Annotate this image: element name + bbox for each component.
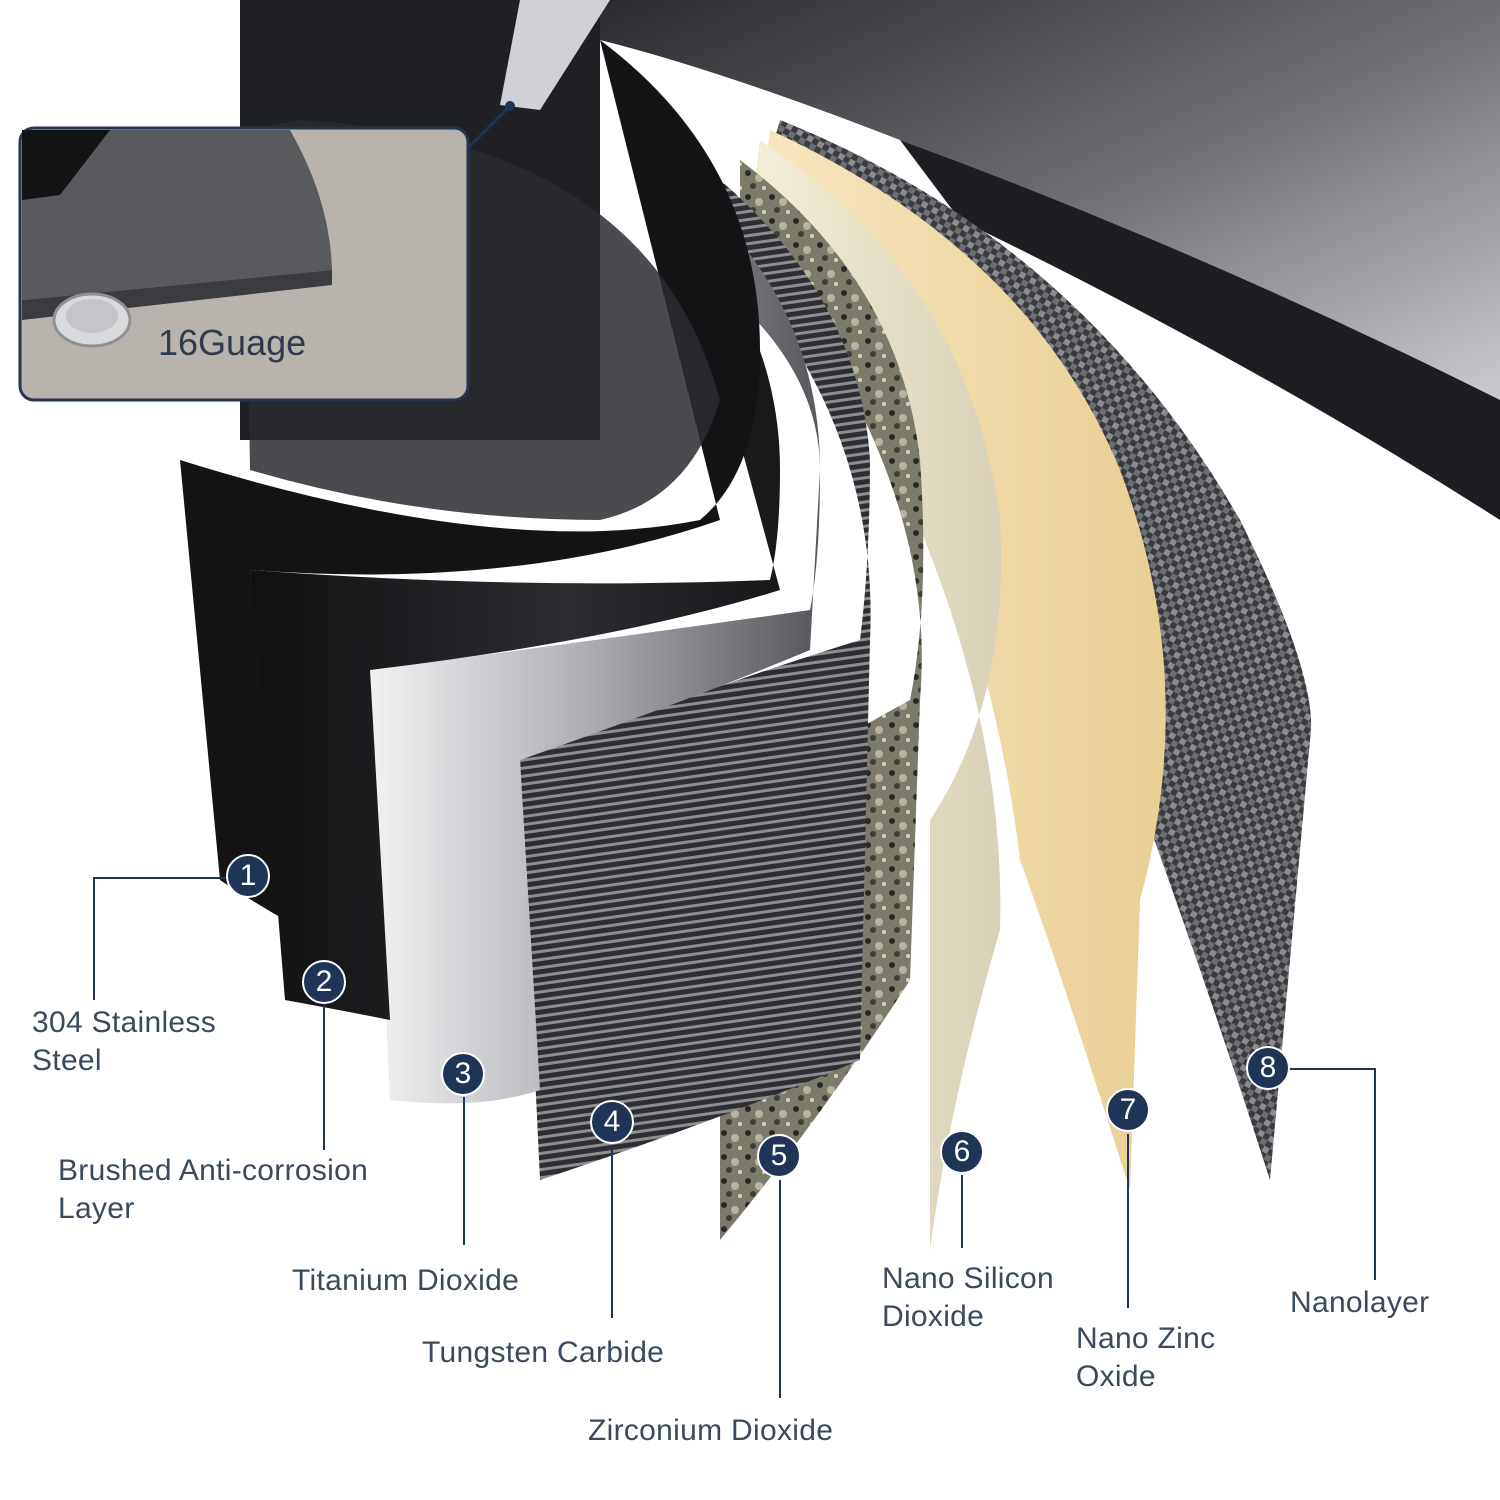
layer-1-badge: 1: [226, 854, 270, 898]
layer-3-badge: 3: [441, 1052, 485, 1096]
sheet-1: [180, 40, 760, 920]
sheet-6: [750, 140, 1002, 1250]
layer-7-label-line1: Nano Zinc: [1076, 1322, 1216, 1355]
layer-6-label-line1: Nano Silicon: [882, 1262, 1055, 1295]
layer-5-badge: 5: [757, 1134, 801, 1178]
layer-5-label-line1: Zirconium Dioxide: [588, 1414, 834, 1447]
layer-5-label: Zirconium Dioxide: [588, 1412, 833, 1450]
layer-6-label: Nano Silicon Dioxide: [882, 1260, 1054, 1336]
layer-7-label: Nano Zinc Oxide: [1076, 1320, 1215, 1396]
layer-1-label: 304 Stainless Steel: [32, 1004, 216, 1080]
layer-6-badge: 6: [940, 1130, 984, 1174]
layer-4-label-line1: Tungsten Carbide: [422, 1336, 665, 1369]
sheet-3: [370, 200, 820, 1104]
sheet-4: [520, 180, 871, 1180]
layer-4-badge: 4: [590, 1100, 634, 1144]
gauge-caption: 16Guage: [158, 322, 307, 363]
layer-3-label: Titanium Dioxide: [292, 1262, 519, 1300]
sink-edge-highlight: [500, 0, 610, 110]
sink-top-surface: [600, 0, 1500, 400]
layer-2-label-line2: Layer: [58, 1192, 135, 1225]
sheet-2: [250, 220, 780, 1020]
layer-1-label-line1: 304 Stainless: [32, 1006, 217, 1039]
layer-7-label-line2: Oxide: [1076, 1360, 1156, 1393]
layer-2-badge: 2: [302, 960, 346, 1004]
inset-panel: [18, 126, 470, 402]
layer-2-label: Brushed Anti-corrosion Layer: [58, 1152, 368, 1228]
layer-1-label-line2: Steel: [32, 1044, 102, 1077]
layer-8-label-line1: Nanolayer: [1290, 1286, 1430, 1319]
layer-7-badge: 7: [1106, 1088, 1150, 1132]
sheet-7: [760, 130, 1166, 1190]
layer-8-badge: 8: [1246, 1046, 1290, 1090]
leader-lines: [93, 877, 1376, 1398]
layer-8-label: Nanolayer: [1290, 1284, 1429, 1322]
layer-4-label: Tungsten Carbide: [422, 1334, 664, 1372]
layer-6-label-line2: Dioxide: [882, 1300, 985, 1333]
layer-2-label-line1: Brushed Anti-corrosion: [58, 1154, 369, 1187]
sink-rim: [900, 140, 1500, 520]
layer-3-label-line1: Titanium Dioxide: [292, 1264, 520, 1297]
